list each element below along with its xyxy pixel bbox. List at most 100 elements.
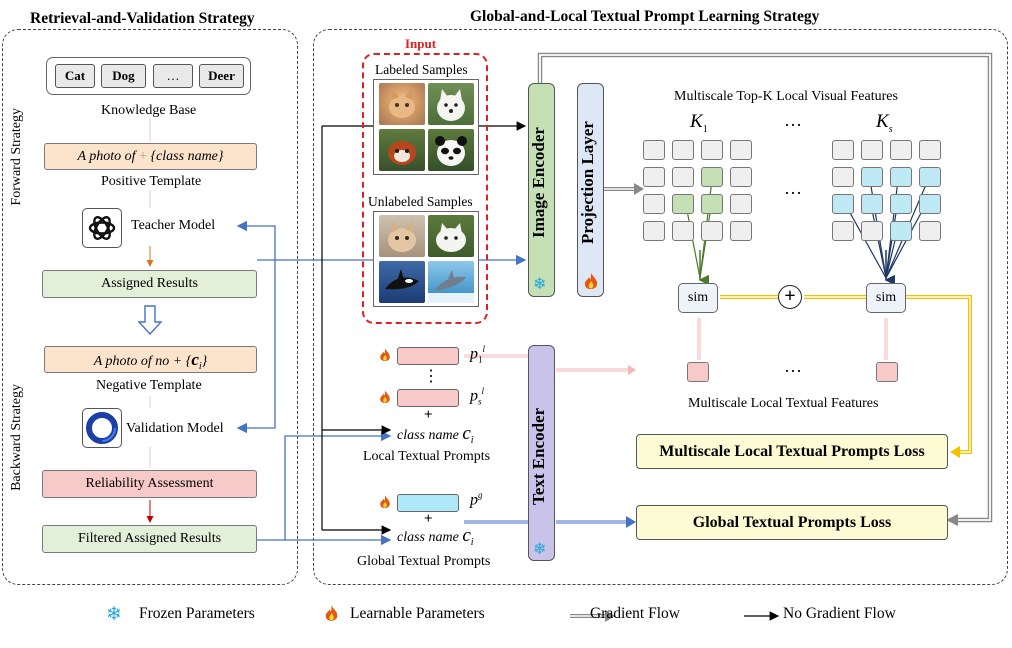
ks-label: Ks xyxy=(876,111,893,135)
projection-flame-icon xyxy=(584,273,598,290)
local-class-name-text: class name xyxy=(397,428,459,443)
sim-node-ks: sim xyxy=(866,283,906,313)
local-prompt-1-sub: 1 xyxy=(478,354,483,365)
local-prompt-1-sup: l xyxy=(482,344,486,354)
unlabeled-kitten-image xyxy=(379,215,425,257)
grid-cell xyxy=(919,140,941,160)
kb-item-cat: Cat xyxy=(55,64,95,88)
local-class-name-sub: i xyxy=(470,434,474,446)
global-prompt xyxy=(397,494,459,512)
grid-cell xyxy=(672,140,694,160)
right-panel-title: Global-and-Local Textual Prompt Learning… xyxy=(470,8,820,25)
input-label: Input xyxy=(405,36,437,51)
red-panda-image xyxy=(379,129,425,171)
global-class-name-text: class name xyxy=(397,530,459,545)
legend-frozen-label: Frozen Parameters xyxy=(139,605,255,622)
grid-cell xyxy=(861,221,883,241)
image-encoder-label: Image Encoder xyxy=(529,127,548,239)
local-class-name-var: c xyxy=(462,423,471,444)
learnable-legend-flame-icon xyxy=(325,605,338,621)
text-encoder-label: Text Encoder xyxy=(529,407,548,505)
input-box xyxy=(362,53,488,324)
global-prompt-label: pg xyxy=(470,490,483,509)
grid-cell xyxy=(643,140,665,160)
validation-model-icon xyxy=(82,408,122,448)
grid-cell-selected xyxy=(890,194,912,214)
right-panel xyxy=(313,29,1008,585)
kitten-image xyxy=(379,83,425,125)
text-encoder-snowflake-icon: ❄ xyxy=(533,541,547,558)
grid-cell xyxy=(832,221,854,241)
grid-cell-selected xyxy=(861,194,883,214)
unlabeled-samples-label: Unlabeled Samples xyxy=(368,194,473,209)
visual-features-title: Multiscale Top-K Local Visual Features xyxy=(674,89,898,104)
reliability-assessment-box: Reliability Assessment xyxy=(42,470,257,498)
plus-circle-node: + xyxy=(778,285,802,309)
negative-template-close: } xyxy=(201,354,208,369)
grid-cell-selected xyxy=(890,221,912,241)
k1-base: K xyxy=(690,111,703,132)
feature-grid-ks xyxy=(832,140,947,244)
local-textual-prompts-label: Local Textual Prompts xyxy=(363,449,491,464)
grid-cell-selected xyxy=(861,167,883,187)
frozen-legend-snowflake-icon: ❄ xyxy=(106,604,122,625)
local-class-name: class name ci xyxy=(397,423,474,446)
local-prompt-s-base: p xyxy=(470,387,478,405)
grid-cell xyxy=(730,194,752,214)
projection-layer-label: Projection Layer xyxy=(578,121,597,245)
local-features-ellipsis: … xyxy=(784,356,802,376)
grid-cell xyxy=(701,140,723,160)
negative-template-box: A photo of no + {ci} xyxy=(44,346,257,373)
left-panel xyxy=(2,29,298,585)
k1-sub: 1 xyxy=(702,123,708,135)
grid-cell xyxy=(643,194,665,214)
positive-template-prefix: A photo of xyxy=(77,149,136,164)
kb-item-ellipsis: … xyxy=(153,64,193,88)
sim-node-k1: sim xyxy=(678,283,718,313)
k1-label: K1 xyxy=(690,111,708,135)
grid-cell xyxy=(730,221,752,241)
grid-cell xyxy=(672,167,694,187)
text-encoder: Text Encoder ❄ xyxy=(528,345,555,561)
grid-cell xyxy=(861,140,883,160)
feature-grid-k1 xyxy=(643,140,758,244)
local-prompt-1 xyxy=(397,347,459,365)
grid-cell xyxy=(672,221,694,241)
global-class-name-sub: i xyxy=(470,536,474,548)
validation-model-label: Validation Model xyxy=(126,421,224,436)
global-textual-prompts-label: Global Textual Prompts xyxy=(357,554,491,569)
ks-base: K xyxy=(876,111,889,132)
grid-cell xyxy=(730,140,752,160)
global-prompts-plus: + xyxy=(424,511,433,527)
grid-cell xyxy=(832,167,854,187)
white-dog-image xyxy=(428,83,474,125)
grid-cell-selected xyxy=(672,194,694,214)
global-class-name: class name ci xyxy=(397,525,474,548)
local-prompt-1-label: p1l xyxy=(470,344,485,365)
grid-cell xyxy=(701,221,723,241)
grid-cell-selected xyxy=(701,167,723,187)
backward-strategy-label: Backward Strategy xyxy=(9,384,24,491)
local-textual-feature-s xyxy=(876,362,898,382)
legend-learnable-label: Learnable Parameters xyxy=(350,605,485,622)
local-prompt-s-sup: l xyxy=(481,386,485,396)
grid-cell xyxy=(643,221,665,241)
positive-template-box: A photo of + {class name} xyxy=(44,143,257,170)
local-prompt-s xyxy=(397,389,459,407)
image-encoder-snowflake-icon: ❄ xyxy=(533,276,547,293)
global-textual-prompts-loss: Global Textual Prompts Loss xyxy=(636,505,948,540)
global-prompt-sup: g xyxy=(478,490,483,500)
grid-cell xyxy=(890,140,912,160)
negative-template-prefix: A photo of no + { xyxy=(93,354,192,369)
local-prompt-1-flame-icon xyxy=(380,348,390,362)
local-textual-prompts-loss: Multiscale Local Textual Prompts Loss xyxy=(636,434,948,469)
kb-item-dog: Dog xyxy=(101,64,146,88)
projection-layer: Projection Layer xyxy=(577,83,604,297)
dolphin-image xyxy=(428,261,474,303)
left-panel-title: Retrieval-and-Validation Strategy xyxy=(30,10,255,27)
knowledge-base-box: Cat Dog … Deer xyxy=(46,57,251,95)
grid-cell xyxy=(730,167,752,187)
grid-cell xyxy=(832,140,854,160)
features-ellipsis-top: … xyxy=(784,110,802,130)
grid-cell-selected xyxy=(701,194,723,214)
